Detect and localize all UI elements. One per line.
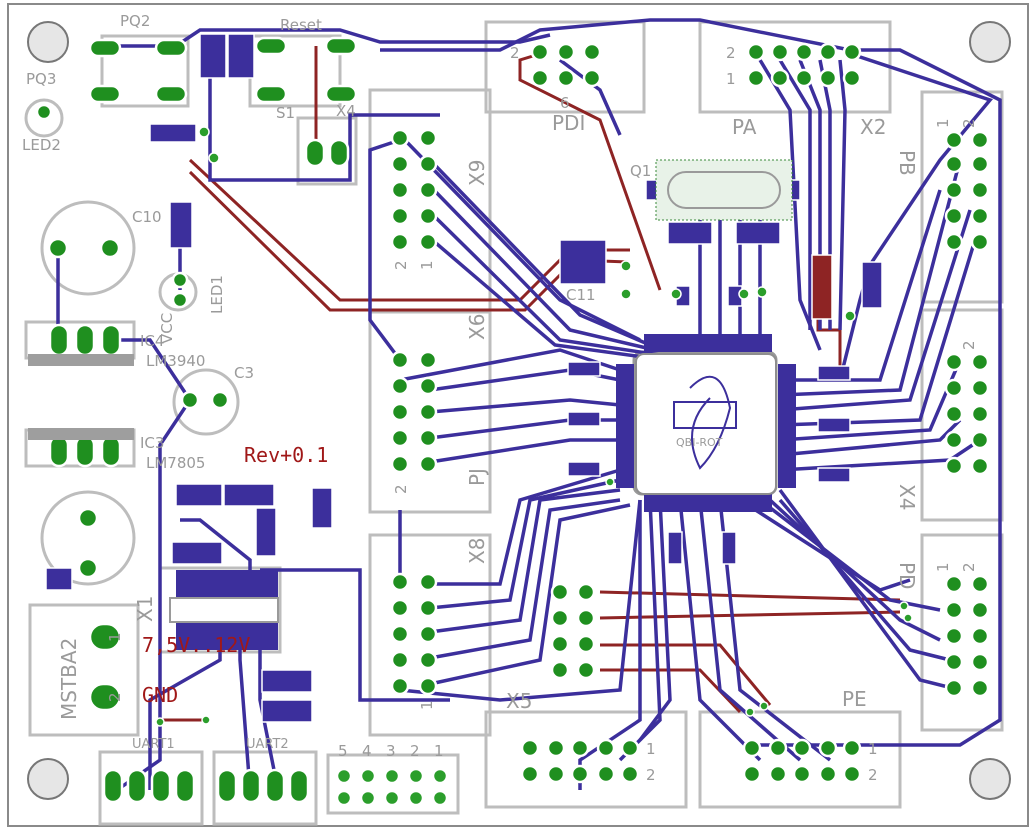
label-reset: Reset [280, 16, 322, 34]
label-pdi: PDI [552, 111, 585, 135]
mounting-holes [27, 21, 1011, 800]
label-ic3-part: LM7805 [146, 454, 205, 472]
label-pb: PB [895, 150, 919, 176]
silkscreen-labels: PQ2 PQ3 Reset LED2 S1 X4 C10 IC4 LM3940 … [22, 12, 978, 784]
pin-num-power-2: 2 [106, 692, 124, 702]
pin-num-jtag-3: 3 [386, 742, 396, 760]
label-ic3-ref: IC3 [140, 434, 164, 452]
pin-num-pdi-6: 6 [560, 94, 570, 112]
mcu-chip [616, 334, 796, 512]
label-pq2: PQ2 [120, 12, 150, 30]
label-x5: X5 [506, 689, 532, 713]
label-logo: QBI-ROT [676, 436, 723, 449]
pin-num-pdi-2: 2 [510, 44, 520, 62]
label-voltage: 7,5V..12V [142, 633, 250, 657]
pin-num-jtag-4: 4 [362, 742, 372, 760]
regulator-tabs [28, 354, 134, 440]
pin-num-x9-1: 1 [418, 260, 436, 270]
pin-num-x5-2: 2 [646, 766, 656, 784]
pin-num-pb-2: 2 [960, 118, 978, 128]
label-x9: X9 [465, 160, 489, 186]
label-x1: X1 [133, 596, 157, 622]
label-gnd: GND [142, 683, 178, 707]
label-x6: X6 [465, 314, 489, 340]
pin-num-x6-2: 2 [392, 484, 410, 494]
label-pq3: PQ3 [26, 70, 56, 88]
pin-num-pb-1: 1 [934, 118, 952, 128]
label-x4-right: X4 [895, 484, 919, 510]
vias [155, 126, 913, 727]
uart-transceiver-chip [169, 570, 279, 650]
pin-num-pd-1: 1 [934, 562, 952, 572]
pin-num-x8-1: 1 [418, 700, 436, 710]
oval-pads [48, 36, 358, 804]
pin-num-jtag-2: 2 [410, 742, 420, 760]
label-ic4-ref: IC4 [140, 332, 164, 350]
pin-num-pe-2: 2 [868, 766, 878, 784]
label-vcc: VCC [158, 313, 176, 344]
mounting-hole-bottom-left [27, 758, 69, 800]
label-ic4-part: LM3940 [146, 352, 205, 370]
label-q1: Q1 [630, 162, 651, 180]
mounting-hole-top-left [27, 21, 69, 63]
top-layer-text: Rev+0.1 7,5V..12V GND [142, 443, 328, 707]
crystal-q1 [655, 159, 793, 221]
pin-num-pe-1: 1 [868, 740, 878, 758]
pin-num-pa-2: 2 [726, 44, 736, 62]
mounting-hole-bottom-right [969, 758, 1011, 800]
label-pj: PJ [465, 468, 489, 486]
label-x4-top: X4 [336, 102, 356, 120]
pin-num-pa-1: 1 [726, 70, 736, 88]
header-pads [35, 42, 990, 807]
label-mstba2: MSTBA2 [57, 638, 81, 720]
label-c11: C11 [566, 286, 596, 304]
pin-num-x4-2: 2 [960, 340, 978, 350]
label-uart1: UART1 [132, 737, 175, 752]
pin-num-x5-1: 1 [646, 740, 656, 758]
label-c3: C3 [234, 364, 254, 382]
label-x2: X2 [860, 115, 886, 139]
label-c10: C10 [132, 208, 162, 226]
label-s1: S1 [276, 104, 295, 122]
label-pd: PD [895, 562, 919, 589]
label-led2: LED2 [22, 136, 61, 154]
label-led1: LED1 [208, 275, 226, 314]
mounting-hole-top-right [969, 21, 1011, 63]
pin-num-pd-2: 2 [960, 562, 978, 572]
label-uart2: UART2 [246, 737, 289, 752]
label-rev: Rev+0.1 [244, 443, 328, 467]
label-pe: PE [842, 687, 867, 711]
pin-num-jtag-5: 5 [338, 742, 348, 760]
label-pa: PA [732, 115, 757, 139]
pin-num-x9-2: 2 [392, 260, 410, 270]
pin-num-power-1: 1 [106, 632, 124, 642]
label-x8: X8 [465, 538, 489, 564]
pin-num-jtag-1: 1 [434, 742, 444, 760]
